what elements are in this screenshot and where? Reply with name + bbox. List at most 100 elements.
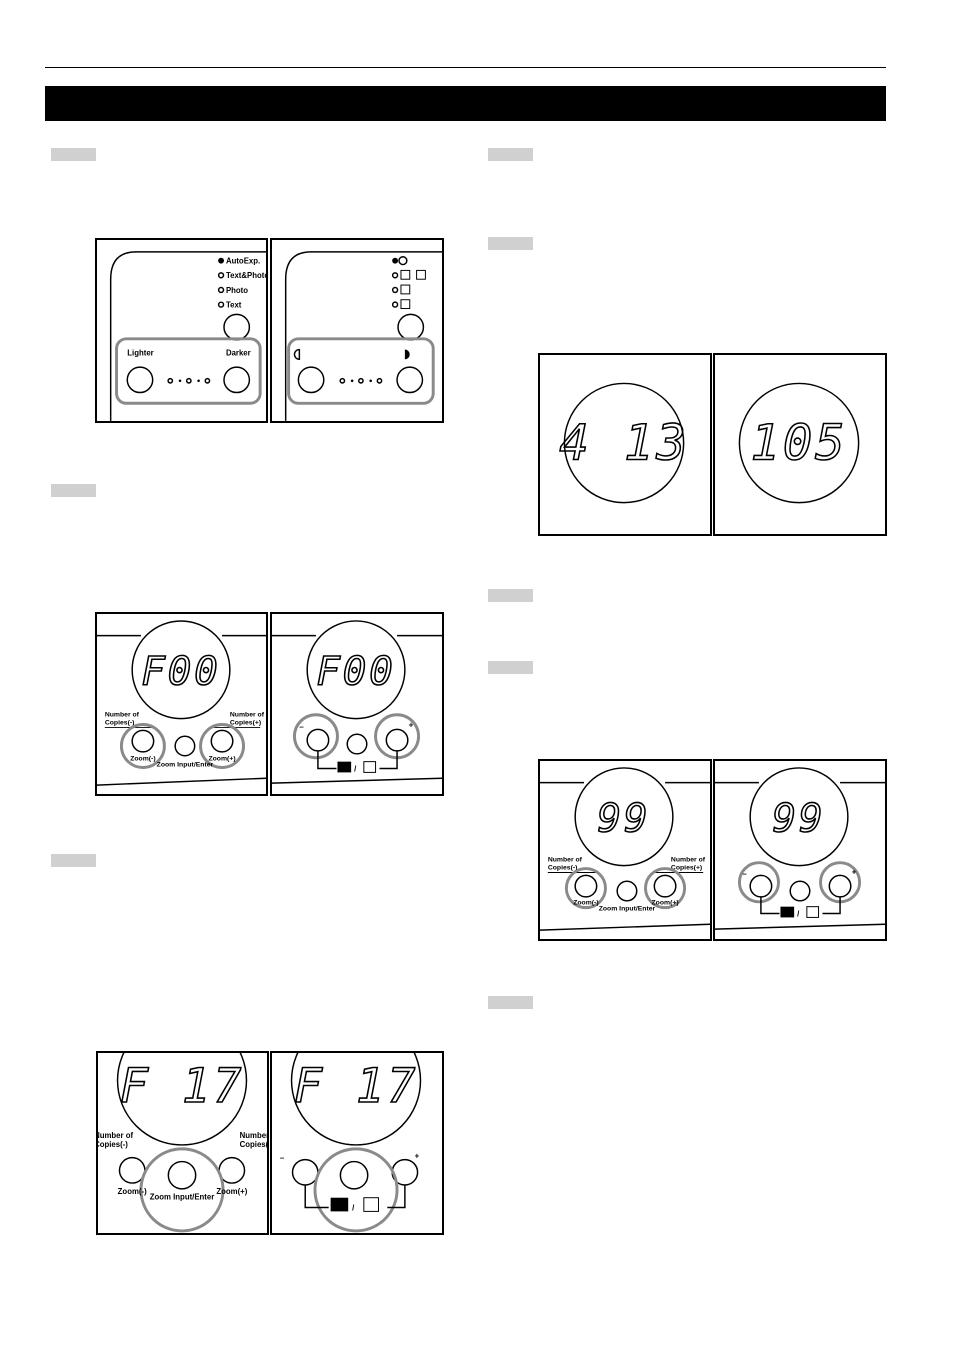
slash: / bbox=[797, 909, 800, 918]
darker-button[interactable] bbox=[223, 366, 251, 394]
copies-plus-label: Copies(+) bbox=[671, 865, 702, 872]
zoom-plus-button[interactable] bbox=[210, 729, 234, 753]
darker-label: Darker bbox=[226, 348, 251, 357]
zoom-minus-button[interactable] bbox=[574, 874, 598, 898]
enter-icon bbox=[806, 906, 820, 918]
text-original-icon bbox=[400, 299, 411, 310]
display-panel-413: 4 13 bbox=[538, 353, 712, 536]
highlight-frame bbox=[115, 337, 262, 405]
zoom-plus-label: Zoom(+) bbox=[651, 900, 678, 907]
auto-exposure-icon bbox=[398, 256, 408, 266]
copies-minus-label: Number of bbox=[105, 712, 140, 719]
zoom-enter-label: Zoom Input/Enter bbox=[150, 1193, 215, 1202]
display-readout: 105 bbox=[751, 415, 848, 472]
zoom-enter-label: Zoom Input/Enter bbox=[157, 762, 214, 769]
copies-plus-label: Copies(+) bbox=[240, 1140, 267, 1149]
display-readout: F 17 bbox=[120, 1059, 245, 1114]
copies-panel-f00-icons: F00 – + / bbox=[270, 612, 444, 796]
copies-minus-label: Copies(-) bbox=[548, 865, 578, 872]
zoom-minus-label: Zoom(-) bbox=[118, 1187, 147, 1196]
copies-plus-label: Number of bbox=[230, 712, 265, 719]
display-readout: F00 bbox=[141, 649, 220, 694]
plus-symbol: + bbox=[409, 720, 414, 729]
step-marker bbox=[51, 854, 96, 867]
zoom-plus-label: Zoom(+) bbox=[208, 756, 235, 763]
step-marker bbox=[488, 589, 533, 602]
step-marker bbox=[51, 484, 96, 497]
zoom-icon bbox=[330, 1197, 349, 1212]
display-readout: 99 bbox=[773, 796, 826, 841]
enter-icon bbox=[363, 761, 377, 773]
step-marker bbox=[488, 661, 533, 674]
lighter-button[interactable] bbox=[126, 366, 154, 394]
copies-plus-label: Number of bbox=[240, 1131, 267, 1140]
zoom-plus-label: Zoom(+) bbox=[216, 1187, 247, 1196]
section-title-bar bbox=[45, 86, 886, 121]
display-readout: F00 bbox=[316, 649, 395, 694]
enter-button[interactable] bbox=[346, 733, 368, 755]
exposure-panel-text: AutoExp. Text&Photo Photo Text Lighter D… bbox=[95, 238, 268, 423]
plus-symbol: + bbox=[415, 1152, 420, 1161]
copies-panel-99-icons: 99 – + / bbox=[713, 759, 887, 941]
lighter-button[interactable] bbox=[297, 366, 325, 394]
step-marker bbox=[488, 148, 533, 161]
darker-icon bbox=[404, 349, 410, 360]
zoom-enter-button[interactable] bbox=[167, 1160, 197, 1190]
plus-symbol: + bbox=[852, 867, 857, 876]
header-rule bbox=[45, 67, 886, 68]
mode-select-button[interactable] bbox=[223, 313, 251, 341]
copies-minus-label: Copies(-) bbox=[105, 720, 135, 727]
mode-text: Text bbox=[226, 301, 242, 310]
zoom-enter-button[interactable] bbox=[616, 880, 638, 902]
mode-photo: Photo bbox=[226, 286, 248, 295]
step-marker bbox=[488, 237, 533, 250]
text-original-icon bbox=[400, 269, 411, 280]
enter-icon bbox=[363, 1197, 379, 1212]
exposure-panel-icons bbox=[270, 238, 444, 423]
display-readout: 99 bbox=[598, 796, 651, 841]
copies-panel-f00-text: F00 Number of Copies(-) Number of Copies… bbox=[95, 612, 268, 796]
slash: / bbox=[354, 764, 357, 773]
step-marker bbox=[51, 148, 96, 161]
mode-select-button[interactable] bbox=[397, 313, 425, 341]
mode-autoexp: AutoExp. bbox=[226, 257, 260, 266]
copies-minus-label: Number of bbox=[98, 1131, 133, 1140]
minus-button[interactable] bbox=[306, 728, 330, 752]
minus-symbol: – bbox=[299, 722, 304, 731]
enter-button[interactable] bbox=[339, 1160, 369, 1190]
copies-minus-label: Number of bbox=[548, 857, 583, 864]
darker-button[interactable] bbox=[396, 366, 424, 394]
zoom-enter-button[interactable] bbox=[174, 735, 196, 757]
photo-original-icon bbox=[416, 269, 426, 280]
copies-panel-f17-icons: F 17 – + / bbox=[270, 1051, 444, 1235]
enter-button[interactable] bbox=[789, 880, 811, 902]
zoom-enter-label: Zoom Input/Enter bbox=[599, 906, 656, 913]
mode-text-photo: Text&Photo bbox=[226, 271, 266, 280]
copies-plus-label: Copies(+) bbox=[230, 720, 261, 727]
indicator-lamp-on bbox=[218, 257, 224, 264]
zoom-icon bbox=[337, 761, 352, 773]
minus-symbol: – bbox=[742, 869, 747, 878]
plus-button[interactable] bbox=[385, 728, 409, 752]
display-readout: 4 13 bbox=[559, 415, 688, 472]
zoom-minus-button[interactable] bbox=[131, 729, 155, 753]
copies-minus-label: Copies(-) bbox=[98, 1140, 128, 1149]
display-panel-105: 105 bbox=[713, 353, 887, 536]
lighter-label: Lighter bbox=[127, 348, 153, 357]
copies-panel-f17-text: F 17 Number of Copies(-) Number of Copie… bbox=[96, 1051, 269, 1235]
minus-button[interactable] bbox=[291, 1158, 319, 1186]
zoom-minus-label: Zoom(-) bbox=[130, 756, 155, 763]
display-readout: F 17 bbox=[294, 1059, 419, 1114]
photo-original-icon bbox=[400, 284, 411, 295]
copies-plus-label: Number of bbox=[671, 857, 706, 864]
plus-button[interactable] bbox=[828, 874, 852, 898]
copies-panel-99-text: 99 Number of Copies(-) Number of Copies(… bbox=[538, 759, 712, 941]
zoom-icon bbox=[780, 906, 795, 918]
zoom-plus-button[interactable] bbox=[653, 874, 677, 898]
lighter-icon bbox=[293, 348, 301, 361]
minus-button[interactable] bbox=[749, 874, 773, 898]
zoom-minus-label: Zoom(-) bbox=[573, 900, 598, 907]
step-marker bbox=[488, 996, 533, 1009]
slash: / bbox=[352, 1203, 355, 1212]
